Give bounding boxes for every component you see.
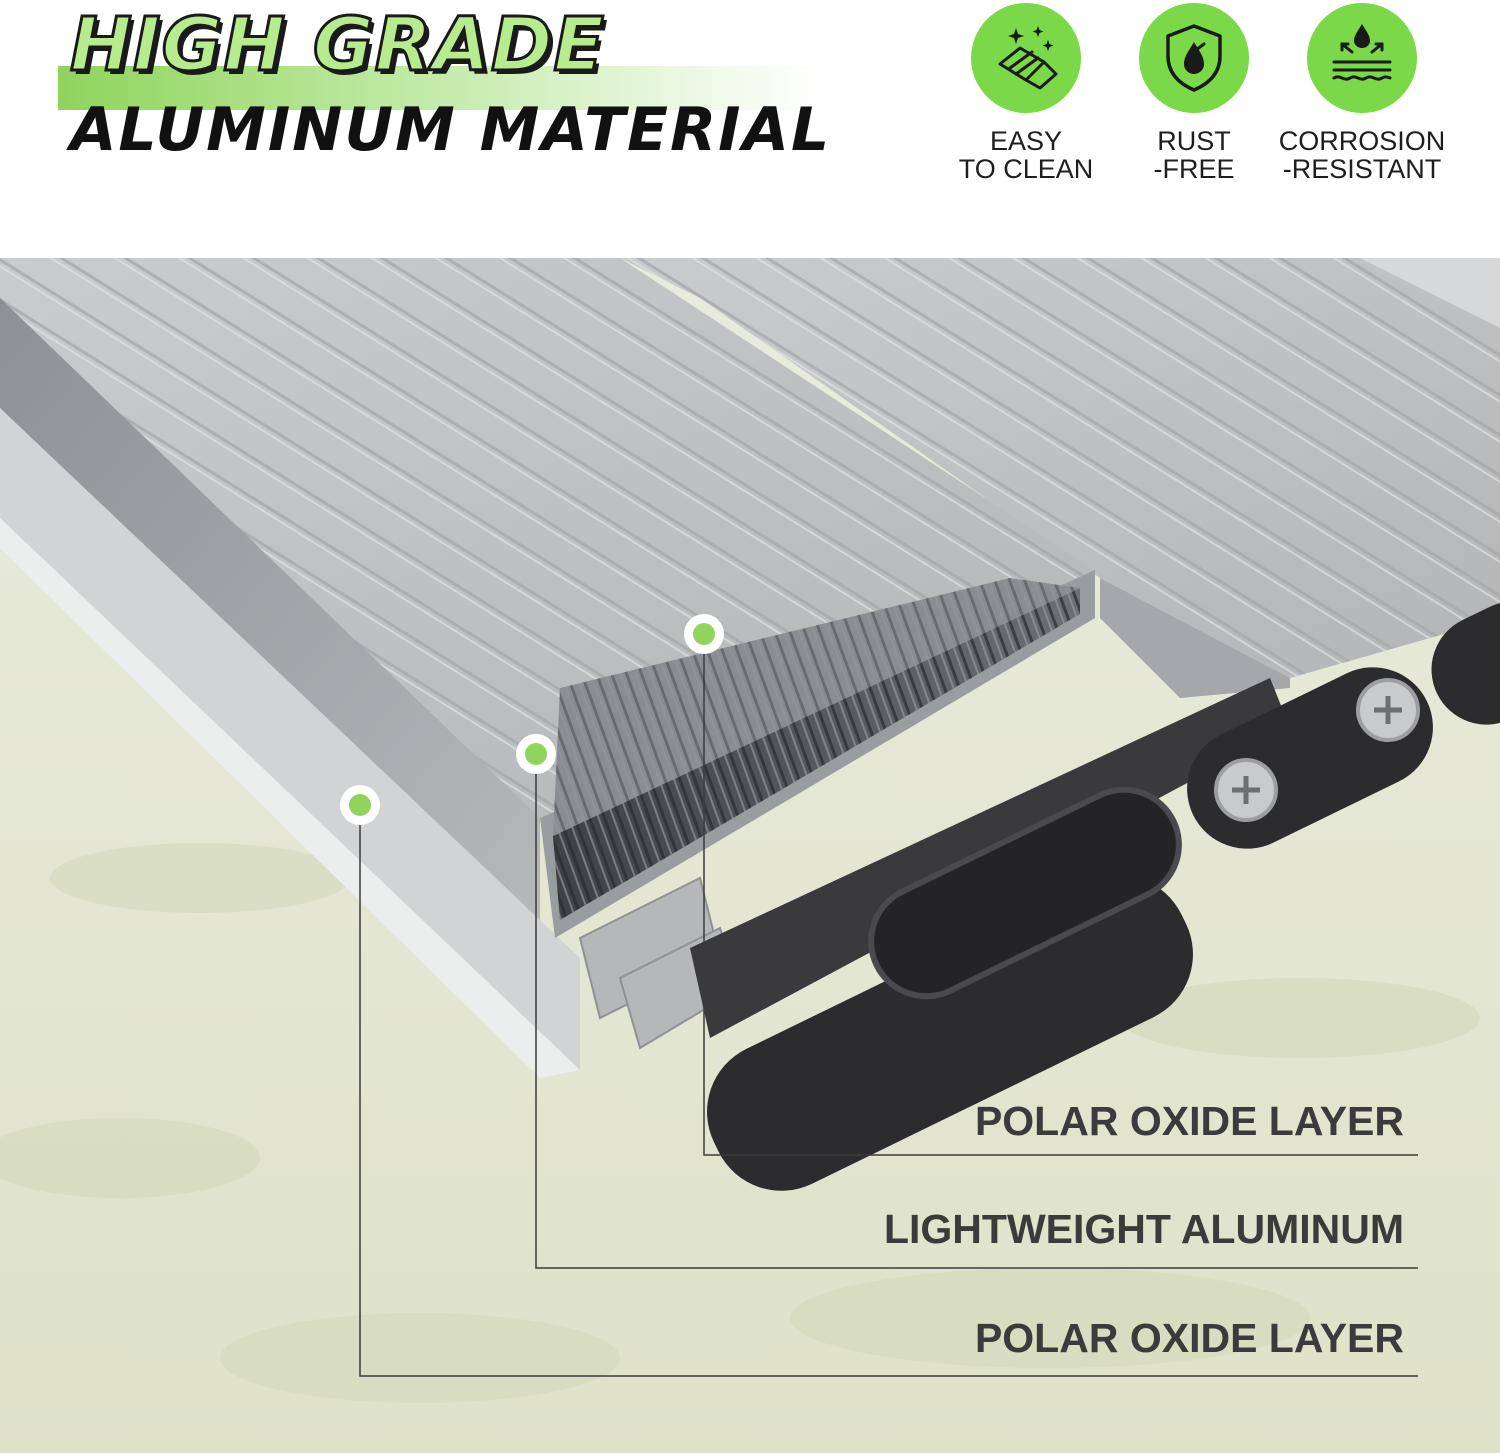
water-barrier-icon <box>1307 3 1417 113</box>
title-line-2: ALUMINUM MATERIAL <box>70 95 832 165</box>
feature-corrosion-resistant: CORROSION -RESISTANT <box>1267 3 1457 183</box>
feature-label-line-1: RUST <box>1157 126 1231 156</box>
header-banner: HIGH GRADE ALUMINUM MATERIAL EASY TO CLE <box>0 0 1500 258</box>
feature-easy-to-clean: EASY TO CLEAN <box>931 3 1121 183</box>
callout-top-oxide-layer: POLAR OXIDE LAYER <box>974 1098 1404 1144</box>
feature-label-line-2: -FREE <box>1153 154 1235 184</box>
aluminum-slat-illustration <box>0 258 1500 1453</box>
title-highlight-band <box>58 66 818 110</box>
callout-bottom-oxide-layer: POLAR OXIDE LAYER <box>974 1315 1404 1361</box>
product-cross-section-scene: POLAR OXIDE LAYER LIGHTWEIGHT ALUMINUM P… <box>0 258 1500 1453</box>
feature-label-line-1: CORROSION <box>1278 126 1446 156</box>
title-line-1: HIGH GRADE <box>69 2 606 88</box>
feature-label-line-2: -RESISTANT <box>1282 154 1442 184</box>
callout-lightweight-aluminum: LIGHTWEIGHT ALUMINUM <box>883 1206 1404 1252</box>
hinge-assembly <box>690 601 1500 1191</box>
cleaning-hand-icon <box>971 3 1081 113</box>
shield-drop-icon <box>1139 3 1249 113</box>
feature-rust-free: RUST -FREE <box>1099 3 1289 183</box>
feature-label-line-1: EASY <box>989 126 1063 156</box>
feature-label-line-2: TO CLEAN <box>958 154 1094 184</box>
